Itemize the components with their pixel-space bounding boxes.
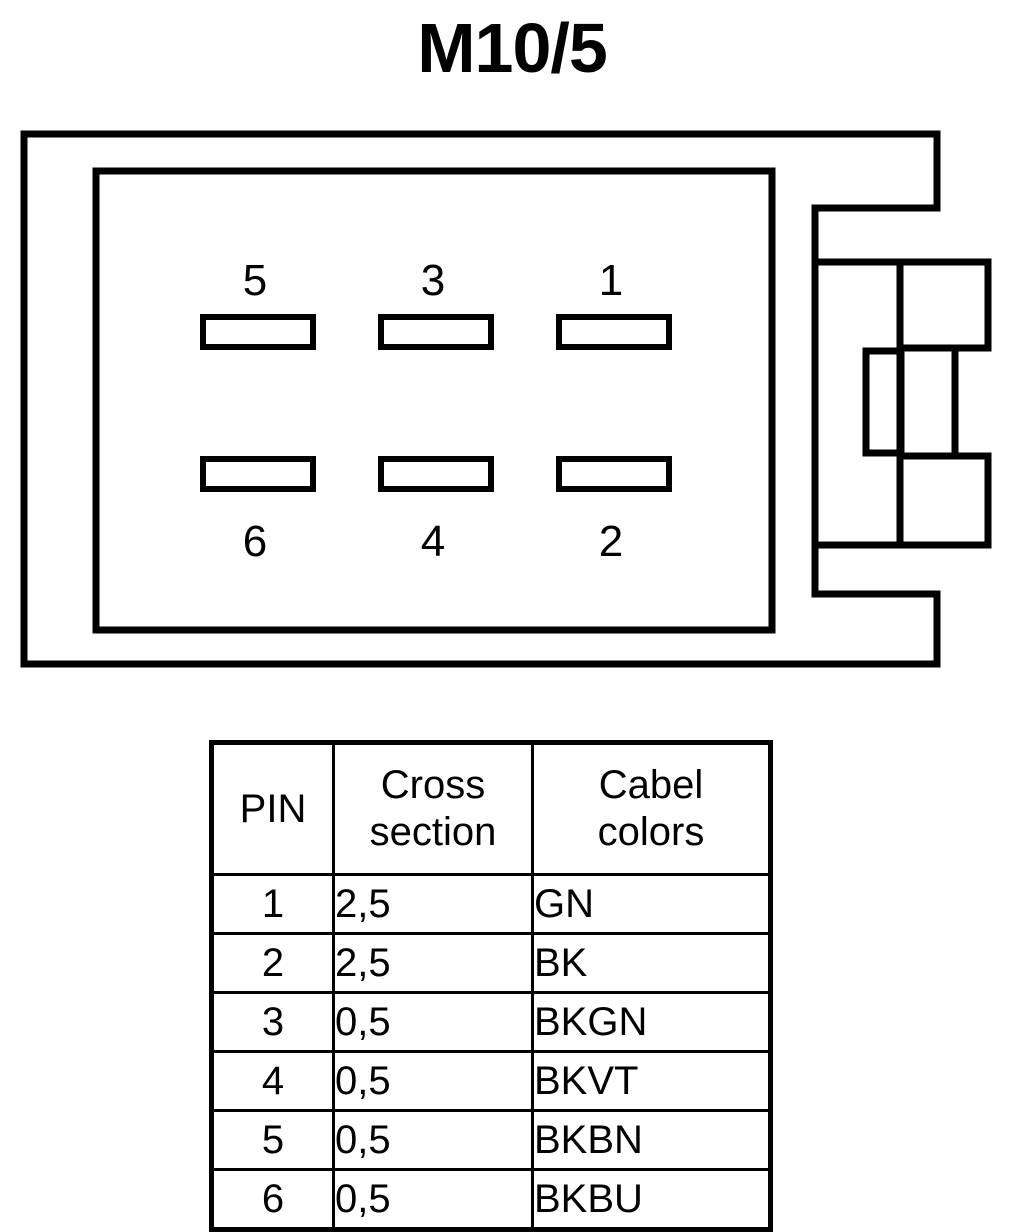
pin-cavity-1[interactable] [556, 314, 672, 350]
header-pin: PIN [210, 741, 335, 876]
cell-cross-section: 2,5 [332, 932, 534, 994]
inner-housing-rect [92, 167, 776, 634]
cell-cabel-colors: BKBN [531, 1109, 772, 1171]
pin-assignment-table: PIN Cross section Cabel colors 1 2,5 GN … [209, 740, 773, 1232]
cell-cross-section: 0,5 [332, 1168, 534, 1231]
pin-label-2: 2 [599, 517, 623, 566]
cell-cabel-colors: GN [531, 873, 772, 935]
latch-outer-shape [815, 258, 992, 549]
cell-pin: 4 [210, 1050, 335, 1112]
page-title: M10/5 [417, 9, 608, 87]
pin-label-6: 6 [243, 517, 267, 566]
cell-pin: 3 [210, 991, 335, 1053]
cell-cross-section: 0,5 [332, 1109, 534, 1171]
pin-label-1: 1 [599, 256, 623, 305]
connector-housing-diagram: 5 3 1 6 4 2 [20, 130, 992, 668]
latch-tab-rect [862, 347, 905, 457]
pin-label-4: 4 [421, 517, 445, 566]
cell-pin: 6 [210, 1168, 335, 1231]
cell-pin: 1 [210, 873, 335, 935]
header-cross-section: Cross section [332, 741, 534, 876]
outer-housing-outline [20, 130, 941, 668]
pin-cavity-4[interactable] [378, 456, 494, 492]
table-body: 1 2,5 GN 2 2,5 BK 3 0,5 BKGN 4 0,5 BKVT … [210, 873, 772, 1231]
pin-cavity-6[interactable] [200, 456, 316, 492]
table-header: PIN Cross section Cabel colors [210, 741, 772, 876]
header-cabel-colors: Cabel colors [531, 741, 772, 876]
pin-cavity-5[interactable] [200, 314, 316, 350]
pin-label-5: 5 [243, 256, 267, 305]
table-row: 5 0,5 BKBN [210, 1109, 772, 1171]
cell-pin: 5 [210, 1109, 335, 1171]
cell-cabel-colors: BKBU [531, 1168, 772, 1231]
cell-pin: 2 [210, 932, 335, 994]
pin-cavity-2[interactable] [556, 456, 672, 492]
pin-cavity-3[interactable] [378, 314, 494, 350]
cell-cabel-colors: BKGN [531, 991, 772, 1053]
cell-cross-section: 0,5 [332, 991, 534, 1053]
cell-cross-section: 2,5 [332, 873, 534, 935]
table-row: 2 2,5 BK [210, 932, 772, 994]
table-row: 4 0,5 BKVT [210, 1050, 772, 1112]
cell-cabel-colors: BK [531, 932, 772, 994]
table-header-row: PIN Cross section Cabel colors [210, 741, 772, 876]
table-row: 1 2,5 GN [210, 873, 772, 935]
cell-cross-section: 0,5 [332, 1050, 534, 1112]
pin-label-3: 3 [421, 256, 445, 305]
cell-cabel-colors: BKVT [531, 1050, 772, 1112]
table-row: 3 0,5 BKGN [210, 991, 772, 1053]
table-row: 6 0,5 BKBU [210, 1168, 772, 1231]
